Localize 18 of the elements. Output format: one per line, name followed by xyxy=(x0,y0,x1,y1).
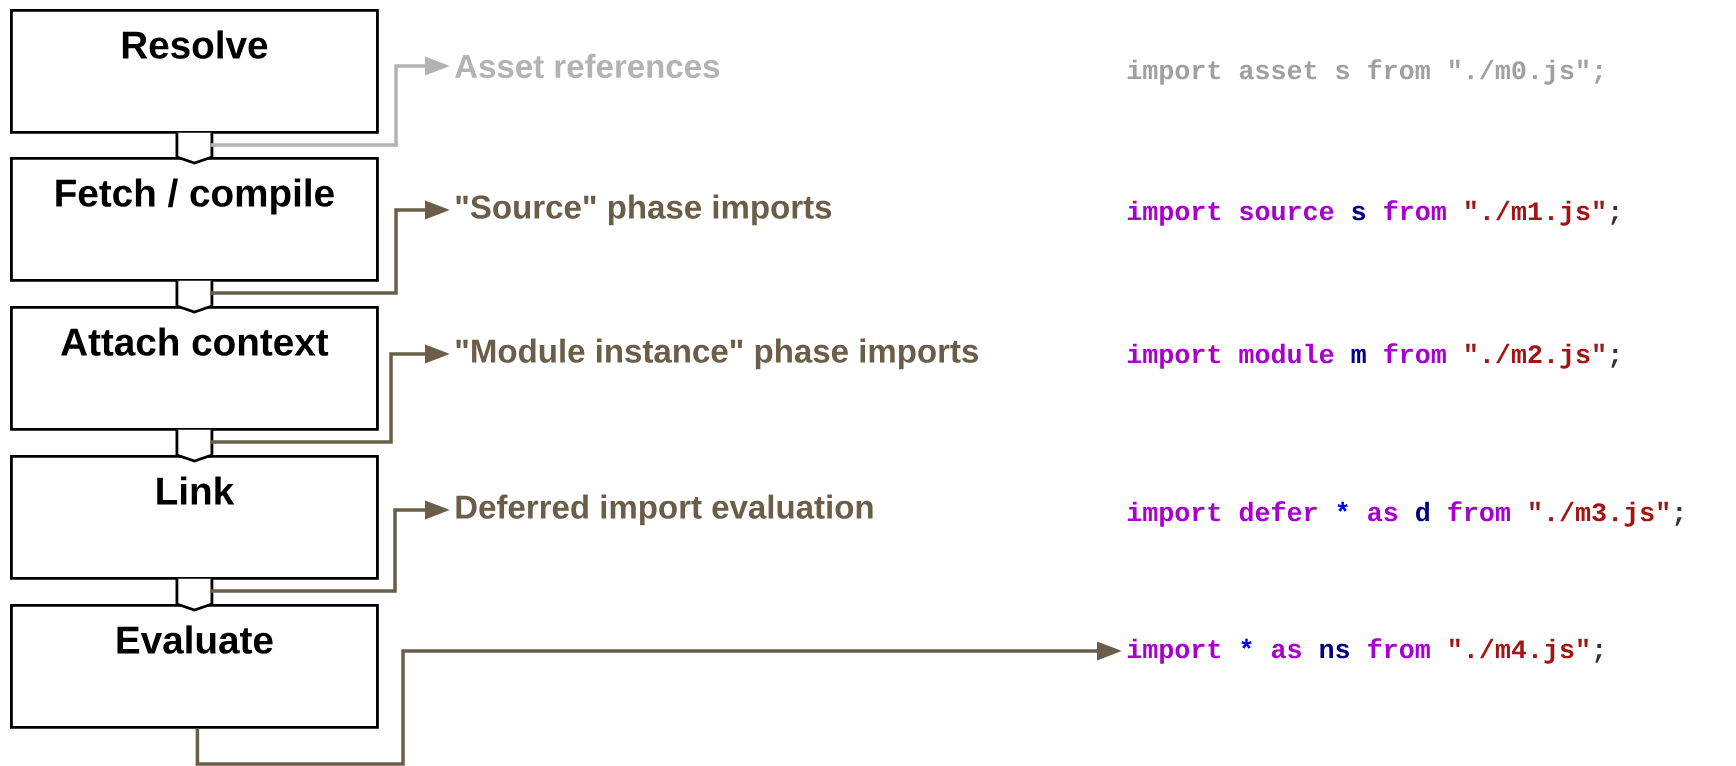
connector-tab xyxy=(175,279,214,314)
connector-tab xyxy=(175,131,214,165)
stage-box: Link xyxy=(10,455,379,580)
stage-box: Attach context xyxy=(10,306,379,431)
code-line: import asset s from "./m0.js"; xyxy=(1127,59,1602,85)
connector-tab xyxy=(175,428,214,463)
code-line: import source s from "./m1.js"; xyxy=(1127,200,1618,226)
stage-box: Resolve xyxy=(10,9,379,134)
phase-label: Deferred import evaluation xyxy=(456,494,873,526)
phase-label: Asset references xyxy=(455,53,720,79)
connector-tab xyxy=(175,577,214,612)
phase-label: "Module instance" phase imports xyxy=(456,338,978,370)
phase-label: "Source" phase imports xyxy=(456,194,832,226)
code-line: import defer * as d from "./m3.js"; xyxy=(1127,501,1682,527)
code-line: import * as ns from "./m4.js"; xyxy=(1127,638,1602,664)
stage-box: Evaluate xyxy=(10,604,379,729)
stage-box: Fetch / compile xyxy=(10,157,379,282)
code-line: import module m from "./m2.js"; xyxy=(1127,343,1618,369)
